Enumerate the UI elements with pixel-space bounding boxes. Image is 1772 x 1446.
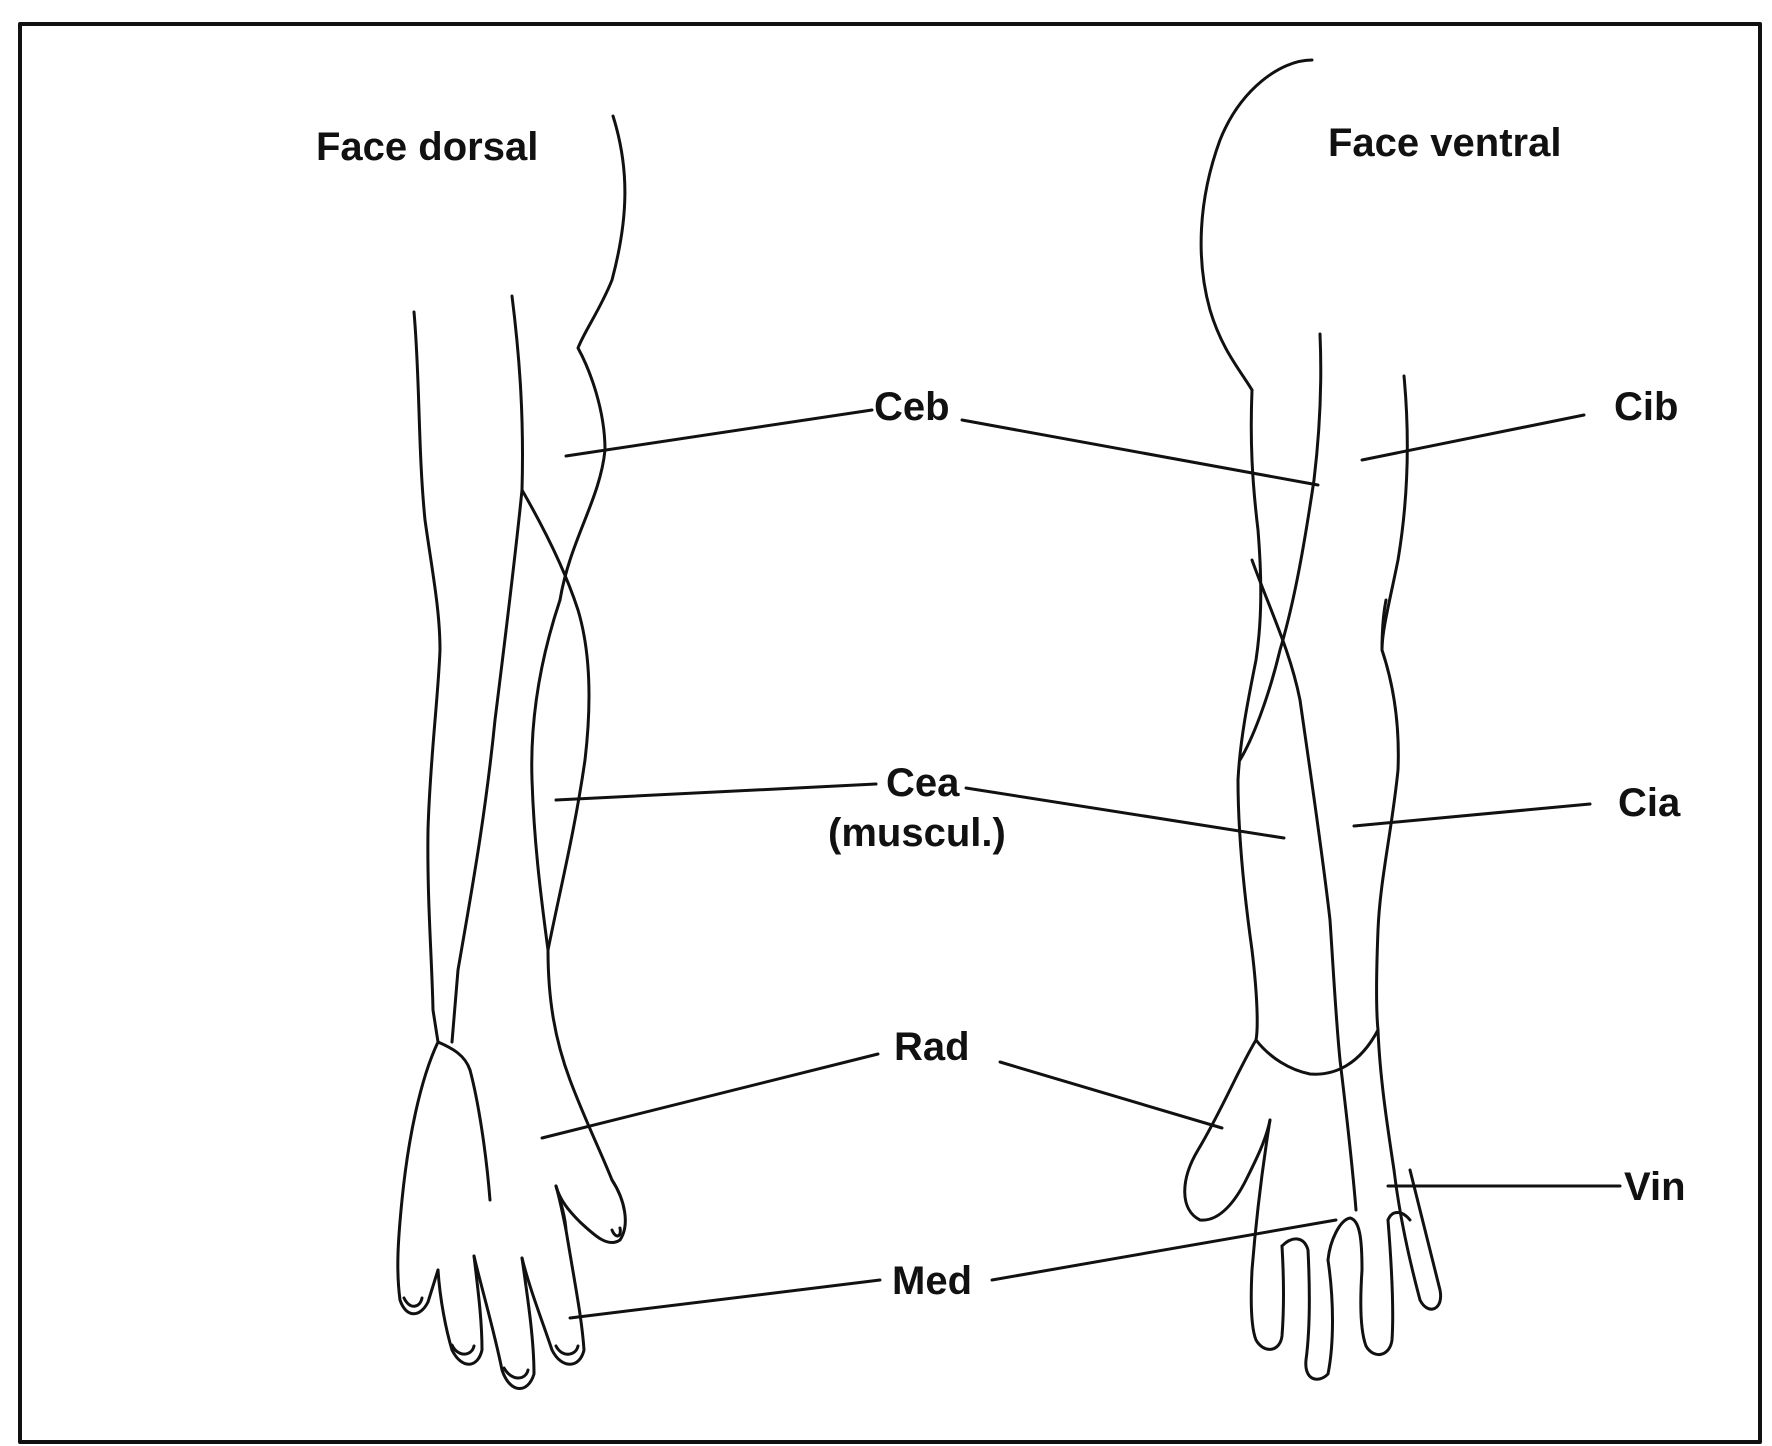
label-cea: Cea xyxy=(886,761,960,805)
leader-med-left xyxy=(570,1280,880,1318)
label-cib: Cib xyxy=(1614,385,1678,429)
label-rad: Rad xyxy=(894,1025,970,1069)
label-cea-sub: (muscul.) xyxy=(828,811,1006,855)
diagram-frame xyxy=(20,24,1760,1442)
label-ceb: Ceb xyxy=(874,385,950,429)
ventral-arm-outline xyxy=(1185,60,1441,1379)
leader-cea-right xyxy=(966,788,1284,838)
leader-ceb-right xyxy=(962,420,1318,485)
title-ventral: Face ventral xyxy=(1328,121,1561,165)
leader-ceb-left xyxy=(566,410,872,456)
leader-lines xyxy=(542,410,1620,1318)
label-cia: Cia xyxy=(1618,781,1681,825)
label-vin: Vin xyxy=(1624,1165,1686,1209)
leader-rad-left xyxy=(542,1054,878,1138)
leader-cea-left xyxy=(556,784,876,800)
leader-rad-right xyxy=(1000,1062,1222,1128)
dorsal-arm-outline xyxy=(398,116,625,1389)
leader-cia xyxy=(1354,804,1590,826)
title-dorsal: Face dorsal xyxy=(316,125,538,169)
label-med: Med xyxy=(892,1259,972,1303)
leader-cib xyxy=(1362,415,1584,460)
